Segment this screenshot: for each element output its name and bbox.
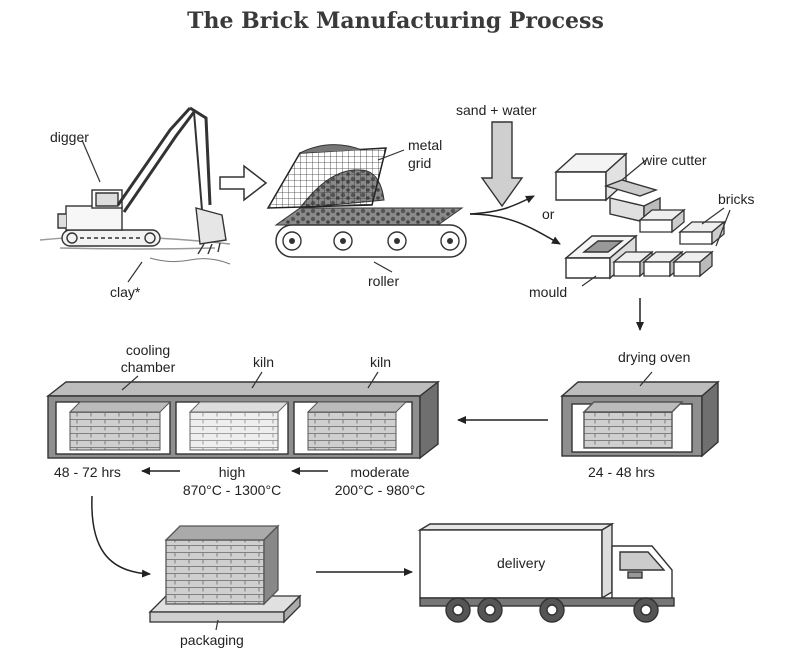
diagram-title: The Brick Manufacturing Process [187,8,604,34]
label-sand-water: sand + water [456,102,537,118]
label-bricks: bricks [718,191,755,207]
metal-grid-icon [266,144,387,209]
label-digger: digger [50,129,89,145]
sand-water-arrow-icon [480,121,524,208]
label-or: or [542,206,555,222]
label-cooling-line1: cooling [125,342,171,358]
label-roller: roller [368,273,400,289]
label-packaging: packaging [180,632,244,648]
high-kiln-bricks-icon [188,401,290,451]
label-mould: mould [529,284,568,300]
label-metal-grid-line1: metal [408,137,443,153]
cut-brick-icon [638,208,726,246]
label-kiln-high: kiln [253,354,275,370]
label-wire-cutter: wire cutter [642,152,707,168]
wire-cutter-icon [554,152,661,224]
label-moderate: moderate [350,464,410,480]
label-delivery: delivery [497,555,546,571]
drying-oven-icon [560,380,720,458]
cooling-chamber-bricks-icon [68,401,172,451]
label-metal-grid-line2: grid [408,155,432,171]
digger-icon [39,106,231,255]
moulded-brick-icon [612,250,714,278]
delivery-truck-icon [417,522,675,623]
label-kiln-moderate: kiln [370,354,392,370]
label-high-temp: 870°C - 1300°C [182,482,282,498]
label-high: high [218,464,246,480]
packaging-pallet-icon [148,524,302,624]
label-clay: clay* [110,284,141,300]
label-moderate-temp: 200°C - 980°C [334,482,426,498]
label-drying-time: 24 - 48 hrs [588,464,655,480]
label-cooling-line2: chamber [120,359,176,375]
outline-arrow-icon [219,164,268,202]
moderate-kiln-bricks-icon [306,401,408,451]
label-cooling-time: 48 - 72 hrs [54,464,121,480]
label-drying-oven: drying oven [618,349,691,365]
